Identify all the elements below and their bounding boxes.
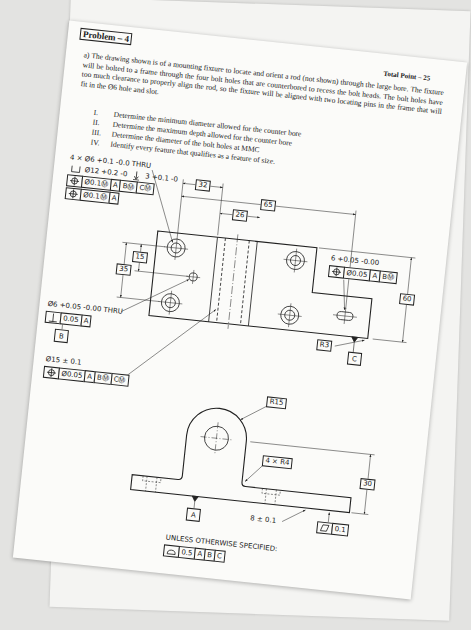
drawing-text: R3	[316, 339, 332, 352]
frame-cell: A	[80, 314, 92, 327]
drawing-text: Total Point – 25	[383, 70, 431, 83]
datum-letter: B	[58, 332, 64, 340]
problem-title: Problem – 4	[79, 28, 132, 45]
feature-control-frame: 0.05A	[46, 311, 92, 328]
datum-letter: A	[191, 511, 197, 519]
frame-cell: C	[213, 550, 225, 563]
drawing-text: I.	[93, 108, 98, 118]
drawing-text: II.	[92, 118, 100, 128]
datum-letter: C	[352, 355, 358, 363]
feature-control-frame: Ø0.05ABⓂ	[329, 265, 398, 284]
drawing-text: 30	[359, 478, 375, 490]
paper-sheet: Problem – 4Total Point – 25a) The drawin…	[13, 21, 467, 600]
drawing-text: III.	[91, 128, 101, 139]
datum-box: A	[186, 508, 201, 522]
datum-box: B	[54, 329, 69, 343]
drawing-text: 15	[132, 251, 148, 263]
drawing-text: 65	[260, 199, 276, 211]
drawing-text: 8 ± 0.1	[250, 514, 277, 526]
frame-cell: A	[108, 192, 120, 205]
drawing-text: 4 × R4	[262, 455, 293, 469]
frame-cell: BⓂ	[379, 270, 398, 284]
gdt-symbol	[68, 163, 83, 174]
frame-cell: Ø0.1Ⓜ	[80, 189, 111, 204]
feature-control-frame: 0.1	[317, 521, 349, 536]
frame-cell: 0.05	[60, 312, 83, 326]
frame-cell: CⓂ	[110, 373, 129, 387]
frame-cell: Ø0.05	[343, 267, 371, 282]
drawing-text: 26	[232, 209, 248, 221]
gdt-symbol	[129, 170, 144, 181]
frame-cell: Ø0.05	[58, 367, 86, 382]
drawing-text: 60	[399, 293, 415, 305]
feature-control-frame: Ø0.05ABⓂCⓂ	[44, 366, 129, 387]
frame-cell: CⓂ	[136, 182, 155, 196]
drawing-text: 35	[116, 263, 132, 275]
datum-box: C	[347, 352, 362, 366]
drawing-text: R15	[266, 396, 287, 409]
drawing-text: IV.	[90, 138, 100, 148]
drawing-text: 32	[195, 179, 211, 191]
frame-cell: 0.1	[331, 523, 349, 537]
